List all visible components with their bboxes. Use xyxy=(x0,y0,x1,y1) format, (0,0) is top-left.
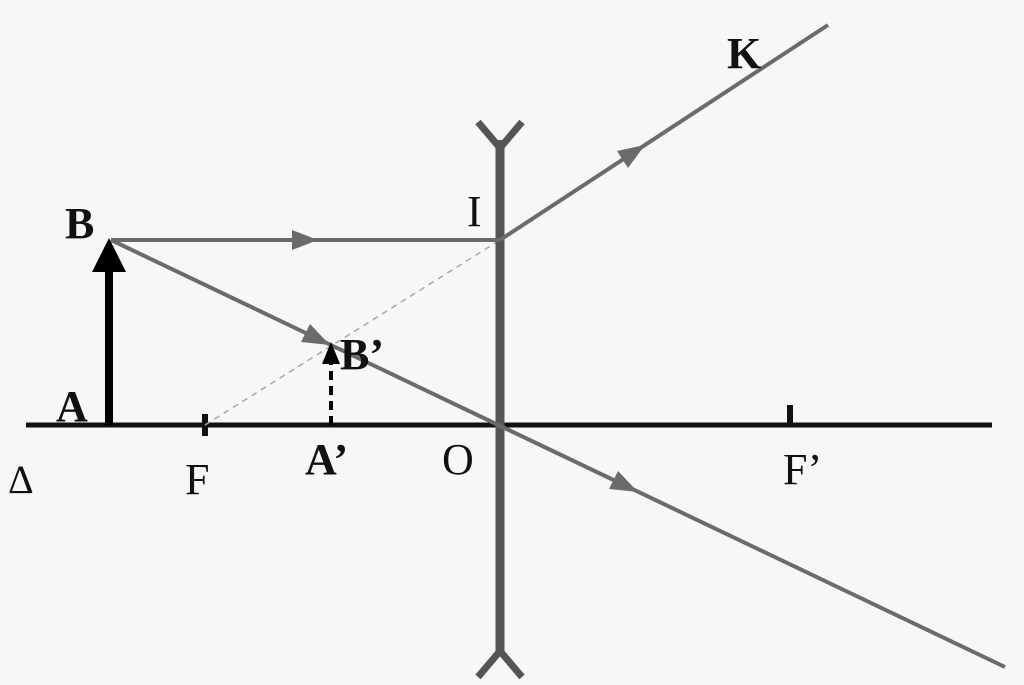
ray-through-center xyxy=(110,238,1006,669)
label-f-prime: F’ xyxy=(783,445,822,494)
label-f: F xyxy=(185,455,209,504)
label-b: B xyxy=(65,199,94,248)
virtual-ray-extension xyxy=(204,239,501,426)
ray-center-arrowhead-1 xyxy=(301,324,330,345)
ray-emergent-arrowhead xyxy=(617,145,645,168)
label-b-prime: B’ xyxy=(340,330,384,379)
ray-center-arrowhead-2 xyxy=(609,471,638,492)
virtual-image-arrow xyxy=(322,342,340,425)
ray-emergent-to-k xyxy=(498,23,830,242)
ray-parallel xyxy=(111,230,500,250)
diverging-lens xyxy=(475,119,525,680)
label-i: I xyxy=(467,187,482,236)
object-arrow xyxy=(92,238,126,425)
label-a-prime: A’ xyxy=(305,435,348,484)
ray-parallel-arrowhead xyxy=(292,230,318,250)
label-delta: Δ xyxy=(8,457,34,502)
label-k: K xyxy=(727,29,761,78)
label-a: A xyxy=(56,382,88,431)
label-o: O xyxy=(442,435,474,484)
